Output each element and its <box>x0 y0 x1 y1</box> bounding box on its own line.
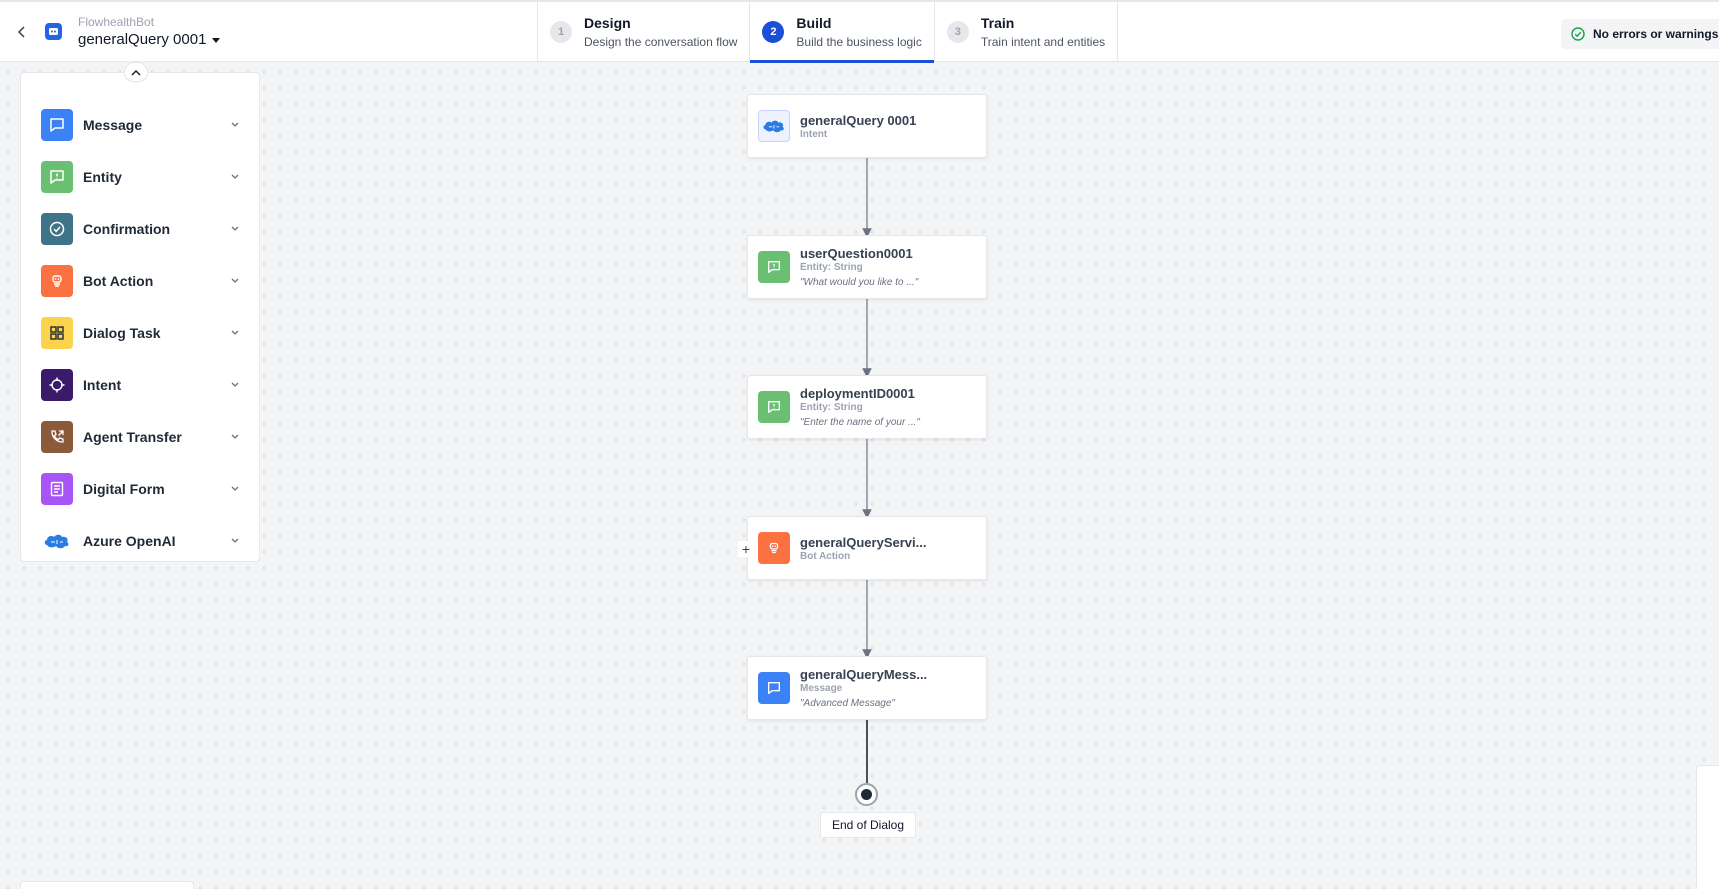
chevron-left-icon <box>17 26 25 38</box>
palette-item-label: Message <box>83 117 143 133</box>
step-subtitle: Build the business logic <box>796 35 922 49</box>
entity-chat-icon <box>758 251 790 283</box>
node-prompt: "Advanced Message" <box>800 698 895 709</box>
flow-name: generalQuery 0001 <box>78 31 207 48</box>
palette-item-dialog-task[interactable]: Dialog Task <box>41 316 241 350</box>
chevron-down-icon[interactable] <box>229 275 241 287</box>
add-node-button[interactable]: + <box>738 541 754 557</box>
collapse-palette-button[interactable] <box>124 62 148 82</box>
dialog-task-icon <box>41 317 73 349</box>
step-number: 2 <box>762 21 785 43</box>
palette-item-label: Intent <box>83 377 122 393</box>
palette-item-label: Azure OpenAI <box>83 533 176 549</box>
entity-chat-icon <box>758 391 790 423</box>
bot-action-icon <box>758 532 790 564</box>
step-title: Design <box>584 15 631 31</box>
node-title: deploymentID0001 <box>800 386 915 401</box>
status-text: No errors or warnings <box>1593 27 1719 41</box>
flow-node-message[interactable]: generalQueryMess... Message "Advanced Me… <box>747 656 987 720</box>
palette-item-message[interactable]: Message <box>41 108 241 142</box>
palette-item-agent-transfer[interactable]: Agent Transfer <box>41 420 241 454</box>
step-subtitle: Design the conversation flow <box>584 35 738 49</box>
chevron-down-icon[interactable] <box>229 171 241 183</box>
step-title: Train <box>980 15 1015 31</box>
chevron-down-icon[interactable] <box>229 379 241 391</box>
palette-item-label: Dialog Task <box>83 325 161 341</box>
palette-item-confirmation[interactable]: Confirmation <box>41 212 241 246</box>
azure-brain-icon <box>758 110 790 142</box>
check-circle-icon <box>41 213 73 245</box>
palette-item-label: Confirmation <box>83 221 171 237</box>
chevron-down-icon[interactable] <box>229 119 241 131</box>
phone-transfer-icon <box>41 421 73 453</box>
back-button[interactable] <box>12 22 32 42</box>
entity-chat-icon <box>41 161 73 193</box>
end-of-dialog-label: End of Dialog <box>820 812 916 838</box>
bottom-panel-tab[interactable] <box>20 881 194 889</box>
palette-item-azure-openai[interactable]: Azure OpenAI <box>41 524 241 558</box>
bot-logo-icon <box>45 23 62 40</box>
palette-item-entity[interactable]: Entity <box>41 160 241 194</box>
flow-node-intent[interactable]: generalQuery 0001 Intent <box>747 94 987 158</box>
crosshair-icon <box>41 369 73 401</box>
chevron-up-icon <box>131 69 141 75</box>
step-number: 1 <box>550 21 572 43</box>
flow-node-deployment-id[interactable]: deploymentID0001 Entity: String "Enter t… <box>747 375 987 439</box>
node-title: generalQueryServi... <box>800 534 927 550</box>
bot-action-icon <box>41 265 73 297</box>
step-tab-train[interactable]: 3 Train Train intent and entities <box>933 2 1119 62</box>
node-palette: Message Entity Confirmation Bot Action D… <box>20 72 260 562</box>
node-type: Entity: String <box>800 402 863 413</box>
palette-item-label: Agent Transfer <box>83 429 182 445</box>
step-tab-design[interactable]: 1 Design Design the conversation flow <box>537 2 749 62</box>
caret-down-icon <box>212 38 221 43</box>
palette-item-bot-action[interactable]: Bot Action <box>41 264 241 298</box>
palette-item-label: Bot Action <box>83 273 154 289</box>
node-title: generalQueryMess... <box>800 667 928 682</box>
node-prompt: "Enter the name of your ..." <box>800 417 920 428</box>
step-subtitle: Train intent and entities <box>980 35 1106 49</box>
flow-selector[interactable]: generalQuery 0001 <box>78 31 221 48</box>
flow-node-user-question[interactable]: userQuestion0001 Entity: String "What wo… <box>747 235 987 299</box>
end-of-dialog-node[interactable] <box>855 783 878 806</box>
palette-item-intent[interactable]: Intent <box>41 368 241 402</box>
chevron-down-icon[interactable] <box>229 431 241 443</box>
chevron-down-icon[interactable] <box>229 483 241 495</box>
node-type: Intent <box>800 128 828 140</box>
step-tab-build[interactable]: 2 Build Build the business logic <box>749 2 935 63</box>
end-dot-icon <box>861 789 872 800</box>
validation-status[interactable]: No errors or warnings <box>1561 19 1719 49</box>
node-type: Message <box>800 683 843 694</box>
node-title: generalQuery 0001 <box>800 112 917 128</box>
bot-name: FlowhealthBot <box>78 15 155 29</box>
flow-node-bot-action[interactable]: generalQueryServi... Bot Action <box>747 516 987 580</box>
step-tabs: 1 Design Design the conversation flow 2 … <box>537 2 1119 63</box>
node-title: userQuestion0001 <box>800 246 913 261</box>
top-bar: FlowhealthBot generalQuery 0001 1 Design… <box>0 0 1719 63</box>
palette-item-label: Digital Form <box>83 481 165 497</box>
side-panel-edge[interactable] <box>1696 765 1719 889</box>
form-icon <box>41 473 73 505</box>
message-bubble-icon <box>41 109 73 141</box>
palette-item-label: Entity <box>83 169 122 185</box>
node-type: Entity: String <box>800 262 863 273</box>
message-bubble-icon <box>758 672 790 704</box>
chevron-down-icon[interactable] <box>229 327 241 339</box>
chevron-down-icon[interactable] <box>229 535 241 547</box>
node-prompt: "What would you like to ..." <box>800 277 919 288</box>
step-number: 3 <box>946 21 969 43</box>
palette-item-digital-form[interactable]: Digital Form <box>41 472 241 506</box>
check-circle-icon <box>1571 27 1585 41</box>
step-title: Build <box>796 15 832 31</box>
chevron-down-icon[interactable] <box>229 223 241 235</box>
azure-brain-icon <box>41 525 73 557</box>
node-type: Bot Action <box>800 550 851 562</box>
